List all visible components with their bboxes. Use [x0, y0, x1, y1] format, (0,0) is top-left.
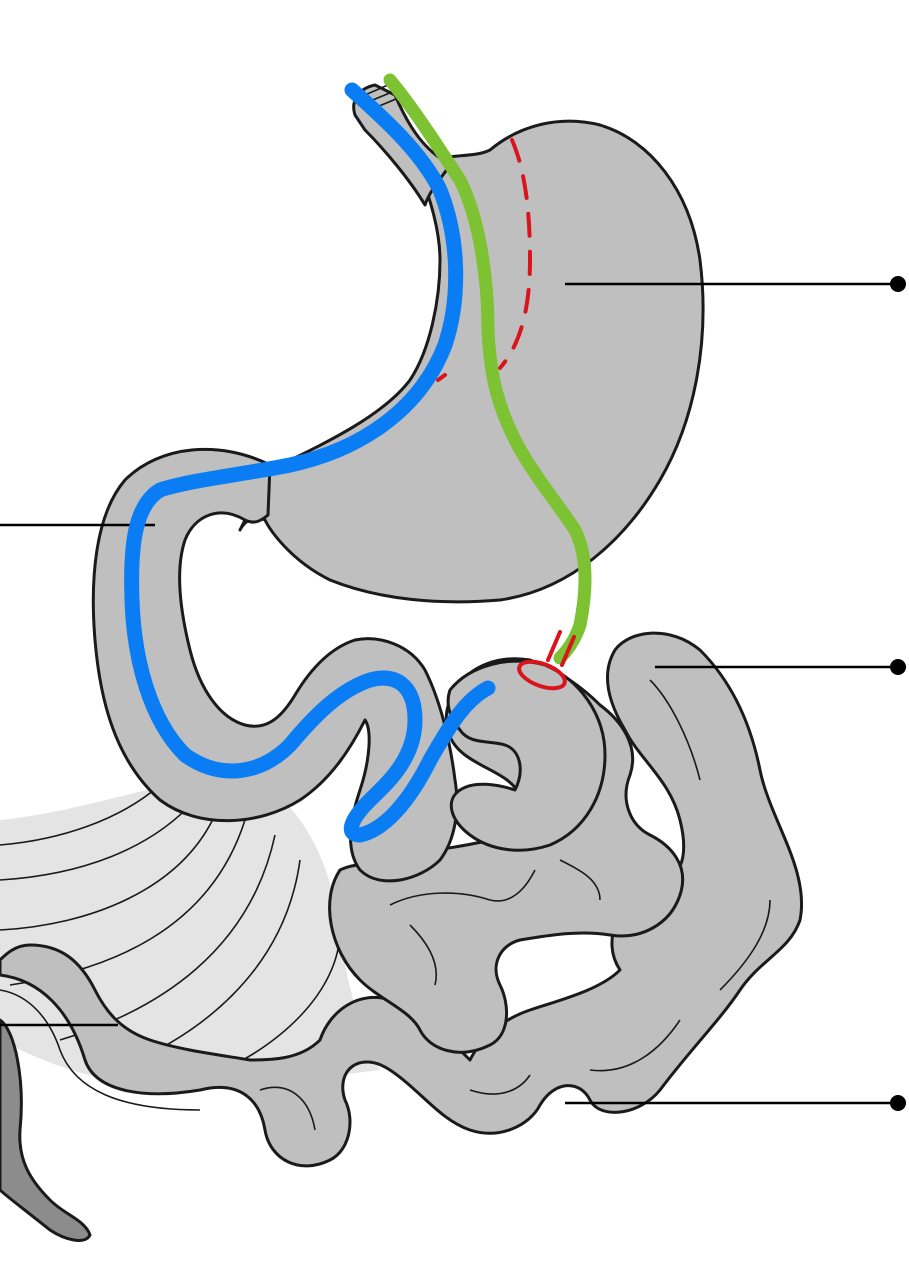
leader-dot-stomach: [890, 276, 906, 292]
red-anastomosis-icon: [517, 630, 576, 691]
lower-intestine-inner-lines: [0, 679, 771, 1131]
small-intestine-lower-loops: [0, 631, 803, 1168]
mesentery-fold-lines: [0, 784, 341, 1081]
green-route: [383, 73, 592, 665]
blue-route: [124, 82, 496, 843]
middle-coil-inner-lines: [389, 859, 601, 986]
stomach: [238, 119, 705, 604]
staple-line-dashed: [436, 138, 533, 382]
dark-limb: [0, 1018, 92, 1242]
leader-lines: [0, 276, 906, 1111]
leader-dot-intestine: [890, 1095, 906, 1111]
jejunal-loop: [446, 659, 607, 852]
leader-dot-jejunum: [890, 659, 906, 675]
duodenal-c-loop: [91, 447, 459, 883]
